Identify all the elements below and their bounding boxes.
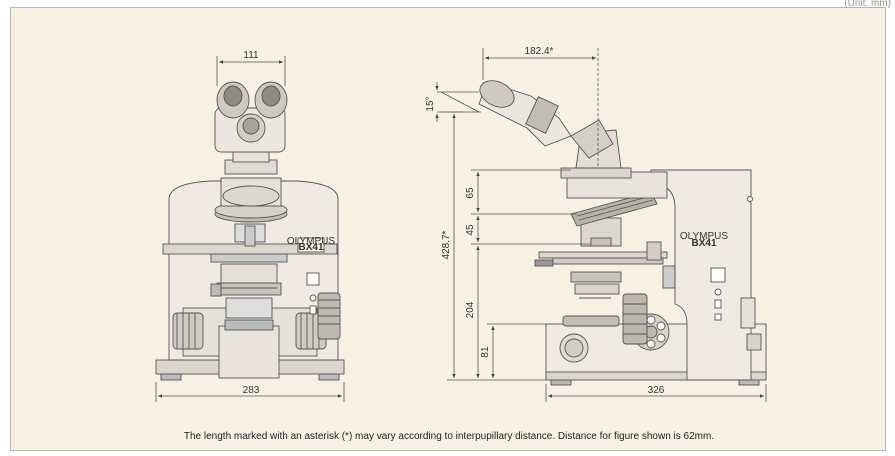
side-base-depth-dim xyxy=(545,384,767,402)
side-segment-dims xyxy=(471,169,591,378)
side-base-depth-label: 326 xyxy=(648,385,665,396)
side-eyepiece-reach-dim xyxy=(482,48,599,168)
side-tilt-angle-dim xyxy=(435,82,481,122)
front-base-width-label: 283 xyxy=(243,385,260,396)
side-segment-upper-label: 65 xyxy=(465,187,476,199)
side-view-microscope xyxy=(478,80,767,386)
microscope-dimension-diagram: OLYMPUS BX41 111 283 xyxy=(155,46,767,402)
front-eyepiece-spacing-dim xyxy=(216,56,286,86)
side-segment-middle-label: 45 xyxy=(465,224,476,236)
side-tilt-angle-label: 15° xyxy=(425,96,436,111)
side-eyepiece-reach-label: 182.4* xyxy=(525,46,554,57)
front-eyepiece-spacing-label: 111 xyxy=(243,50,259,61)
side-base-height-label: 81 xyxy=(480,346,491,358)
header-unit-text: (Unit: mm) xyxy=(844,0,891,9)
side-stage-height-label: 204 xyxy=(465,301,476,318)
side-brand-badge: OLYMPUS xyxy=(680,231,728,242)
front-brand-badge: OLYMPUS xyxy=(287,236,335,247)
front-model-badge: BX41 xyxy=(298,242,323,253)
side-model-badge: BX41 xyxy=(691,238,716,249)
side-total-height-dim xyxy=(447,111,546,381)
diagram-caption: The length marked with an asterisk (*) m… xyxy=(183,431,715,442)
front-base-width-dim xyxy=(155,382,345,402)
diagram-panel: OLYMPUS BX41 111 283 xyxy=(10,7,886,451)
side-total-height-label: 428.7* xyxy=(441,230,452,259)
front-view-microscope xyxy=(155,81,345,381)
